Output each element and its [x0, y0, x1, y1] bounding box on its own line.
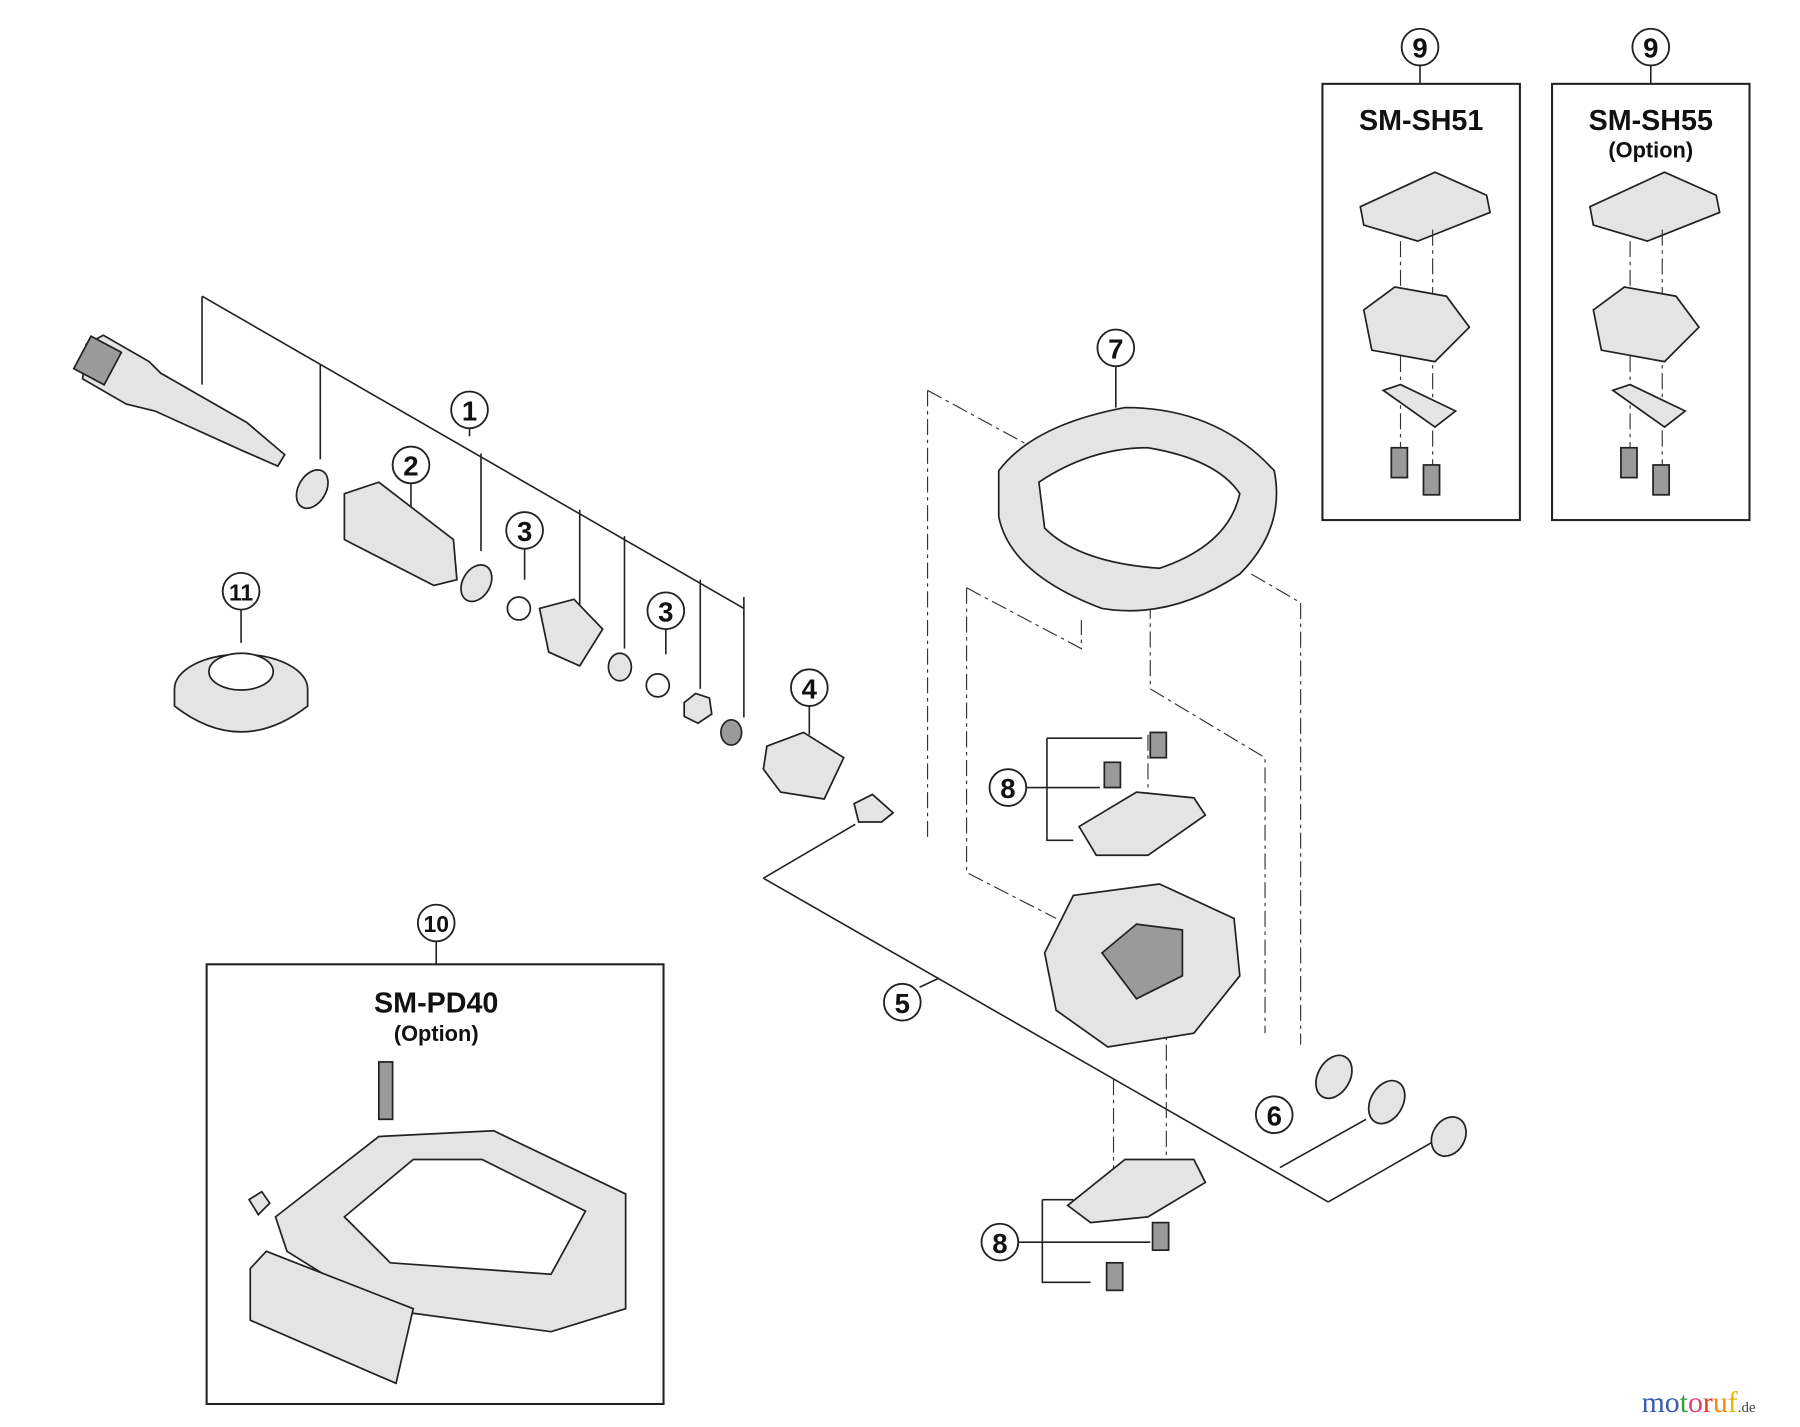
callout-4: 4 [790, 668, 829, 707]
pedal-cage [997, 406, 1278, 612]
callout-6: 6 [1254, 1095, 1294, 1134]
bearing-sleeve [343, 481, 458, 587]
callout-2: 2 [391, 445, 431, 485]
cleat-box-sm-sh51: SM-SH51 [1321, 82, 1521, 522]
binding-plate-upper [1077, 731, 1207, 857]
watermark-letter: o [1688, 1386, 1703, 1419]
washer [460, 564, 493, 603]
seal-ring [295, 469, 329, 510]
watermark-letter: u [1713, 1386, 1728, 1419]
ball-retainer [506, 596, 532, 621]
pedal-body [1043, 883, 1241, 1048]
svg-text:2: 2 [403, 451, 418, 482]
callout-9: 9 [1400, 27, 1440, 67]
callout-5: 5 [883, 982, 922, 1022]
tl-pd40-tool [173, 652, 309, 733]
svg-text:9: 9 [1643, 33, 1658, 64]
binding-plate-lower [1066, 1158, 1207, 1292]
callout-1: 1 [450, 390, 489, 430]
callout-10: 10 [416, 903, 456, 943]
callout-8: 8 [988, 768, 1028, 807]
ball-retainer [645, 673, 671, 698]
svg-text:3: 3 [658, 596, 673, 627]
leader-lines [201, 65, 1652, 1284]
callout-11: 11 [221, 571, 261, 611]
svg-text:9: 9 [1412, 33, 1427, 64]
callout-3: 3 [505, 511, 544, 550]
pedal-axle [72, 334, 286, 468]
bearing-cup [538, 598, 604, 667]
svg-text:8: 8 [1000, 773, 1015, 804]
watermark-letter: m [1642, 1386, 1665, 1419]
body-sleeve [762, 731, 845, 800]
svg-text:6: 6 [1267, 1100, 1282, 1131]
svg-text:10: 10 [423, 911, 449, 937]
box-title: SM-PD40 [374, 988, 498, 1020]
box-note: (Option) [394, 1021, 479, 1046]
svg-text:5: 5 [895, 988, 910, 1019]
callout-7: 7 [1096, 328, 1136, 368]
reflector-box-sm-pd40: SM-PD40 (Option) [205, 963, 665, 1406]
svg-text:3: 3 [517, 516, 532, 547]
svg-text:8: 8 [992, 1228, 1007, 1259]
box-title: SM-SH51 [1359, 105, 1483, 137]
axle-bolt [853, 793, 895, 823]
cleat-box-sm-sh55: SM-SH55 (Option) [1551, 82, 1751, 522]
svg-text:4: 4 [802, 673, 818, 704]
box-note: (Option) [1608, 137, 1693, 162]
watermark-letter: r [1703, 1386, 1713, 1419]
watermark-letter: t [1680, 1386, 1689, 1419]
box-title: SM-SH55 [1589, 105, 1713, 137]
watermark-letter: f [1728, 1386, 1738, 1419]
cone [607, 652, 633, 682]
watermark-letter: o [1665, 1386, 1680, 1419]
svg-text:1: 1 [462, 396, 477, 427]
svg-text:7: 7 [1108, 334, 1123, 365]
lock-nut [683, 692, 713, 725]
motoruf-watermark: motoruf.de [1642, 1386, 1756, 1419]
callout-9: 9 [1631, 27, 1671, 67]
svg-text:11: 11 [229, 579, 253, 605]
nut [720, 718, 743, 746]
callout-8: 8 [980, 1222, 1020, 1262]
spring-parts [1315, 1054, 1467, 1158]
callout-3: 3 [646, 591, 686, 631]
